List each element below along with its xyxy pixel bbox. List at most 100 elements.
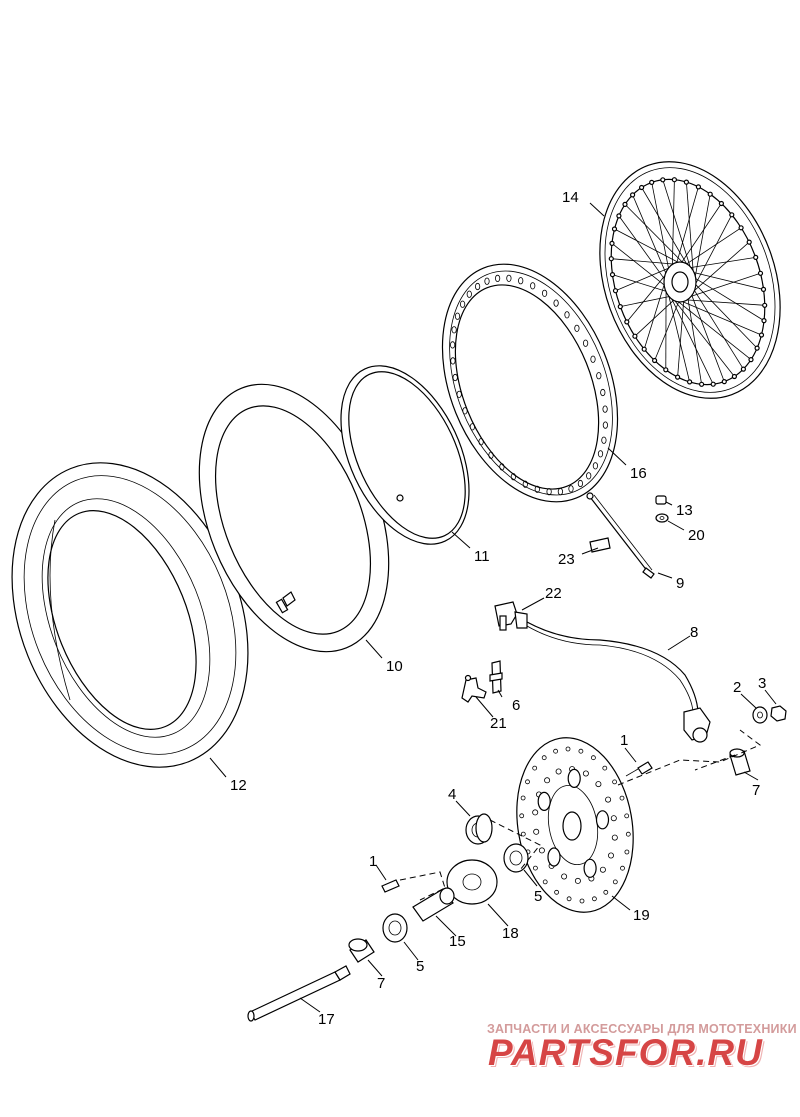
disc-vent-hole: [608, 852, 615, 859]
disc-carrier-cutout: [537, 791, 551, 812]
spoke: [671, 179, 675, 268]
rim-spoke-hole: [586, 472, 592, 480]
rim-spoke-hole: [454, 312, 461, 320]
callout-5-left: 5: [416, 958, 424, 975]
spoke: [612, 274, 669, 293]
sensor-bracket: [489, 660, 503, 694]
spoke-nipple: [671, 177, 678, 183]
axle-nut: [770, 705, 787, 722]
disc-vent-hole: [554, 889, 559, 895]
disc-vent-hole: [538, 847, 545, 854]
callout-12: 12: [230, 777, 247, 794]
spoke-nipple: [651, 357, 658, 364]
spoke: [675, 186, 699, 265]
disc-vent-hole: [533, 865, 538, 871]
disc-vent-hole: [602, 765, 608, 771]
spoke: [693, 194, 711, 285]
spoke: [620, 295, 672, 307]
disc-carrier-cutout: [567, 768, 581, 789]
disc-vent-hole: [625, 831, 631, 837]
rim-spoke-hole: [478, 438, 484, 446]
rim-spoke-hole: [590, 355, 596, 363]
disc-vent-hole: [542, 879, 548, 885]
rim-spoke-hole: [534, 485, 540, 493]
disc-vent-hole: [574, 877, 581, 884]
axle: [247, 965, 351, 1022]
spoke-nipple: [738, 225, 744, 231]
disc-vent-hole: [591, 755, 596, 761]
callout-2: 2: [733, 679, 741, 696]
rim-spoke-hole: [466, 290, 472, 298]
spoke-nipple: [748, 357, 754, 363]
spoke-nipple: [609, 240, 615, 246]
rim-spoke-hole: [474, 282, 481, 291]
spoke-nipple: [761, 318, 767, 324]
spoke-nipple: [629, 192, 636, 198]
washer: [752, 706, 768, 724]
spoke: [690, 293, 725, 382]
rim-spoke-hole: [469, 423, 475, 431]
spoke-nipple: [641, 346, 647, 352]
rim-spoke-hole: [494, 274, 501, 282]
disc-vent-hole: [520, 795, 526, 801]
disc-vent-hole: [541, 755, 547, 761]
disc-vent-hole: [553, 748, 558, 754]
spoke-nipple: [608, 256, 614, 262]
disc-vent-hole: [619, 795, 625, 801]
disc-vent-hole: [555, 768, 562, 775]
spoke-nipple: [686, 379, 693, 385]
callout-17: 17: [318, 1011, 335, 1028]
spoke: [692, 214, 733, 290]
inner-tube: [198, 383, 390, 653]
callout-19: 19: [633, 907, 650, 924]
spoke-nipple: [698, 381, 705, 387]
spoke-nipple: [710, 381, 716, 387]
spoke: [673, 298, 752, 360]
sensor-clip: [461, 674, 487, 703]
wheel-speed-sensor: [494, 601, 528, 631]
spoke-nipple: [731, 373, 738, 380]
disc-carrier-cutout: [595, 810, 610, 830]
rim-spoke-hole: [451, 326, 457, 334]
disc-vent-hole: [579, 898, 585, 904]
callout-23: 23: [558, 551, 575, 568]
disc-vent-hole: [611, 834, 618, 841]
callout-7-left: 7: [377, 975, 385, 992]
spoke-nipple: [760, 286, 767, 292]
callout-3: 3: [758, 675, 766, 692]
spoke: [693, 276, 765, 321]
disc-vent-hole: [533, 828, 540, 835]
spoke-nipple: [721, 379, 727, 385]
callout-14: 14: [562, 189, 579, 206]
rim-spoke-hole: [506, 274, 512, 282]
rim-spoke-hole: [574, 324, 580, 332]
spacer-left: [348, 938, 375, 963]
disc-vent-hole: [612, 879, 618, 885]
spoke: [686, 272, 761, 299]
spoke-nipple: [624, 319, 630, 325]
disc-vent-hole: [592, 896, 597, 902]
callout-22: 22: [545, 585, 562, 602]
wheel-assembly: [599, 161, 781, 399]
rim-spoke-hole: [597, 450, 604, 458]
spoke: [684, 227, 742, 266]
rim-spoke-hole: [522, 480, 528, 488]
spoke: [665, 285, 690, 382]
callout-20: 20: [688, 527, 705, 544]
bearing-right: [503, 843, 529, 873]
brake-disc: [516, 737, 634, 913]
disc-vent-hole: [603, 889, 609, 895]
spoke: [687, 296, 702, 385]
callout-1-left: 1: [369, 853, 377, 870]
spoke-nipple: [649, 179, 655, 185]
rim-spoke-hole: [568, 485, 574, 493]
spoke: [624, 204, 687, 266]
spoke: [626, 269, 671, 323]
spoke-nipple: [660, 177, 666, 183]
callout-5-right: 5: [534, 888, 542, 905]
rim-spoke-hole: [602, 421, 609, 429]
callout-13: 13: [676, 502, 693, 519]
disc-vent-hole: [624, 813, 630, 819]
callout-15: 15: [449, 933, 466, 950]
